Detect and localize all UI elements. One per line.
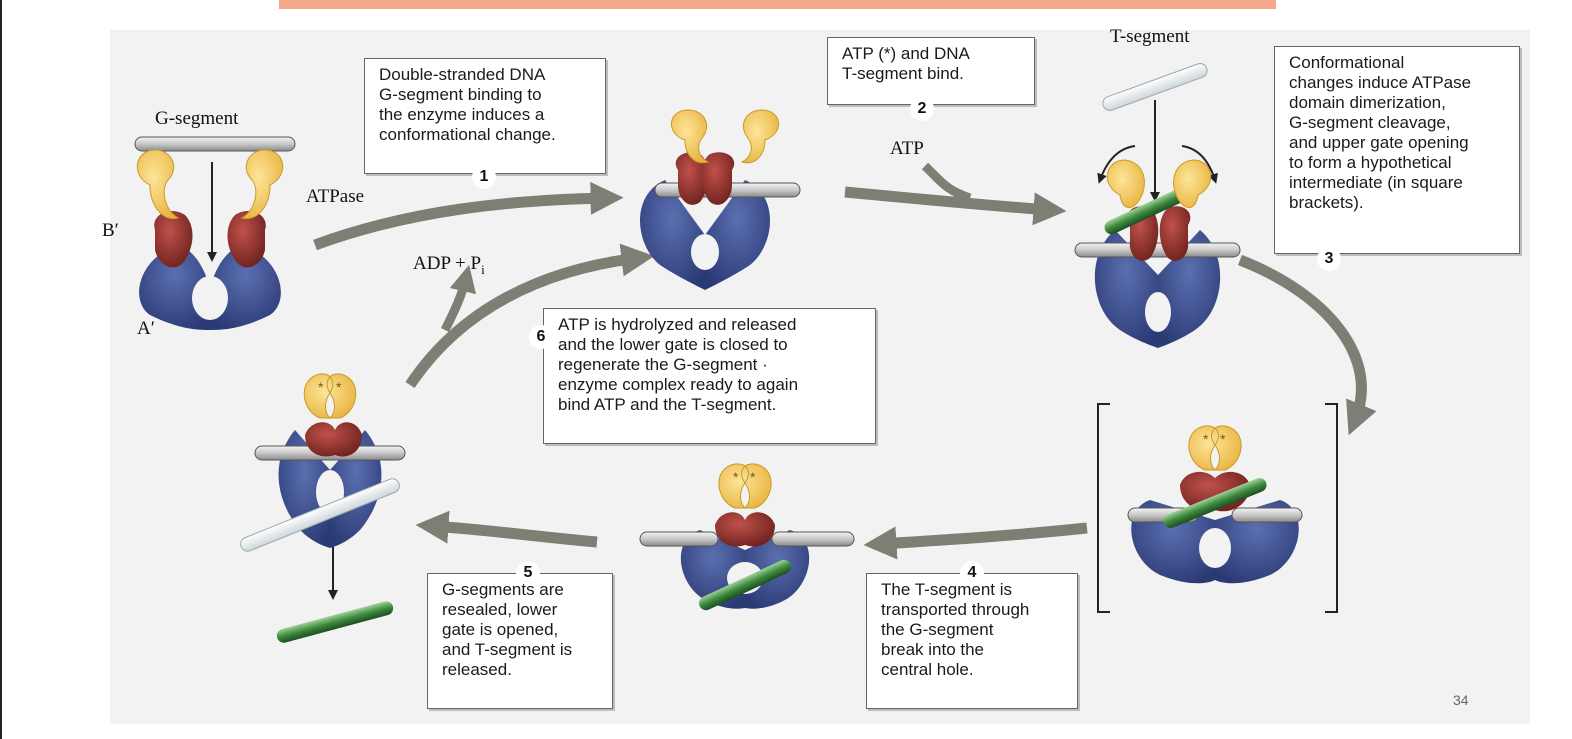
title-bar — [279, 0, 1276, 9]
g-segment-cleaved-right — [1231, 507, 1303, 523]
right-domain-motion-arrow — [1181, 145, 1218, 184]
svg-text:*: * — [336, 379, 342, 395]
label-adp-pi: ADP + Pi — [413, 253, 485, 278]
callout-step-6-text: ATP is hydrolyzed and released and the l… — [558, 315, 799, 414]
t-segment-released — [276, 601, 394, 643]
enzyme-state-g-bound — [640, 109, 801, 290]
step-badge-1: 1 — [472, 165, 496, 189]
arrow-step-2 — [844, 186, 1067, 226]
callout-step-6: ATP is hydrolyzed and released and the l… — [543, 308, 876, 444]
t-segment-transported — [699, 559, 791, 611]
arrow-step-3 — [1238, 254, 1377, 436]
label-atp: ATP — [890, 138, 924, 159]
step-badge-2: 2 — [910, 97, 934, 121]
step-badge-4: 4 — [960, 561, 984, 585]
label-adp-subscript: i — [481, 261, 485, 277]
t-segment-exiting — [240, 478, 400, 552]
callout-step-3-text: Conformational changes induce ATPase dom… — [1289, 53, 1472, 212]
diagram-canvas: * * * * — [134, 63, 1377, 643]
a-domain-left — [139, 245, 210, 330]
g-segment-free — [134, 136, 296, 152]
b-domain-left — [154, 210, 193, 268]
enzyme-state-initial — [134, 136, 296, 330]
callout-step-2: ATP (*) and DNA T-segment bind. — [827, 37, 1035, 105]
g-segment-in-complex — [1074, 242, 1241, 258]
slide-left-rule — [0, 0, 2, 739]
enzyme-state-t-bound — [1074, 63, 1241, 348]
callout-step-4: The T-segment is transported through the… — [866, 573, 1078, 709]
atp-entry-arrow — [921, 162, 972, 203]
arrow-step-4 — [863, 522, 1088, 560]
enzyme-state-release: * * — [240, 373, 406, 643]
label-g-segment: G-segment — [155, 108, 239, 129]
callout-step-5-text: G-segments are resealed, lower gate is o… — [442, 580, 573, 679]
a-domain-right — [210, 245, 281, 330]
step-badge-3: 3 — [1317, 247, 1341, 271]
arrow-step-6 — [405, 243, 655, 389]
arrow-step-5 — [415, 510, 598, 548]
bracket-left — [1097, 403, 1110, 613]
atp-marker-right: * — [1220, 431, 1226, 447]
left-domain-motion-arrow — [1097, 145, 1136, 184]
t-segment-in-gate — [1163, 478, 1267, 528]
label-adp-main: ADP + P — [413, 253, 482, 274]
label-t-segment: T-segment — [1110, 26, 1190, 47]
bracket-right — [1325, 403, 1338, 613]
enzyme-state-intermediate: * * — [1097, 403, 1338, 613]
step-badge-5: 5 — [516, 561, 540, 585]
t-segment-incoming — [1102, 63, 1208, 111]
atpase-left — [136, 149, 180, 220]
b-domain-right — [227, 210, 266, 268]
callout-step-3: Conformational changes induce ATPase dom… — [1274, 46, 1520, 254]
callout-step-1-text: Double-stranded DNA G-segment binding to… — [379, 65, 556, 144]
page-number: 34 — [1453, 692, 1469, 708]
svg-text:*: * — [750, 469, 756, 485]
atp-marker-left: * — [1203, 431, 1209, 447]
callout-step-4-text: The T-segment is transported through the… — [881, 580, 1030, 679]
step-badge-6: 6 — [529, 325, 553, 349]
label-b-prime: B′ — [102, 220, 119, 241]
adp-release-arrow — [440, 264, 477, 333]
arrow-step-1 — [313, 181, 624, 251]
enzyme-state-transport: * * — [639, 463, 855, 611]
svg-text:*: * — [733, 469, 739, 485]
callout-step-2-text: ATP (*) and DNA T-segment bind. — [842, 44, 970, 83]
atpase-right — [240, 149, 284, 220]
svg-text:*: * — [318, 379, 324, 395]
label-a-prime: A′ — [137, 318, 155, 339]
cycle-arrows — [313, 162, 1377, 560]
callout-step-5: G-segments are resealed, lower gate is o… — [427, 573, 613, 709]
label-atpase: ATPase — [306, 186, 365, 207]
callout-step-1: Double-stranded DNA G-segment binding to… — [364, 58, 606, 174]
